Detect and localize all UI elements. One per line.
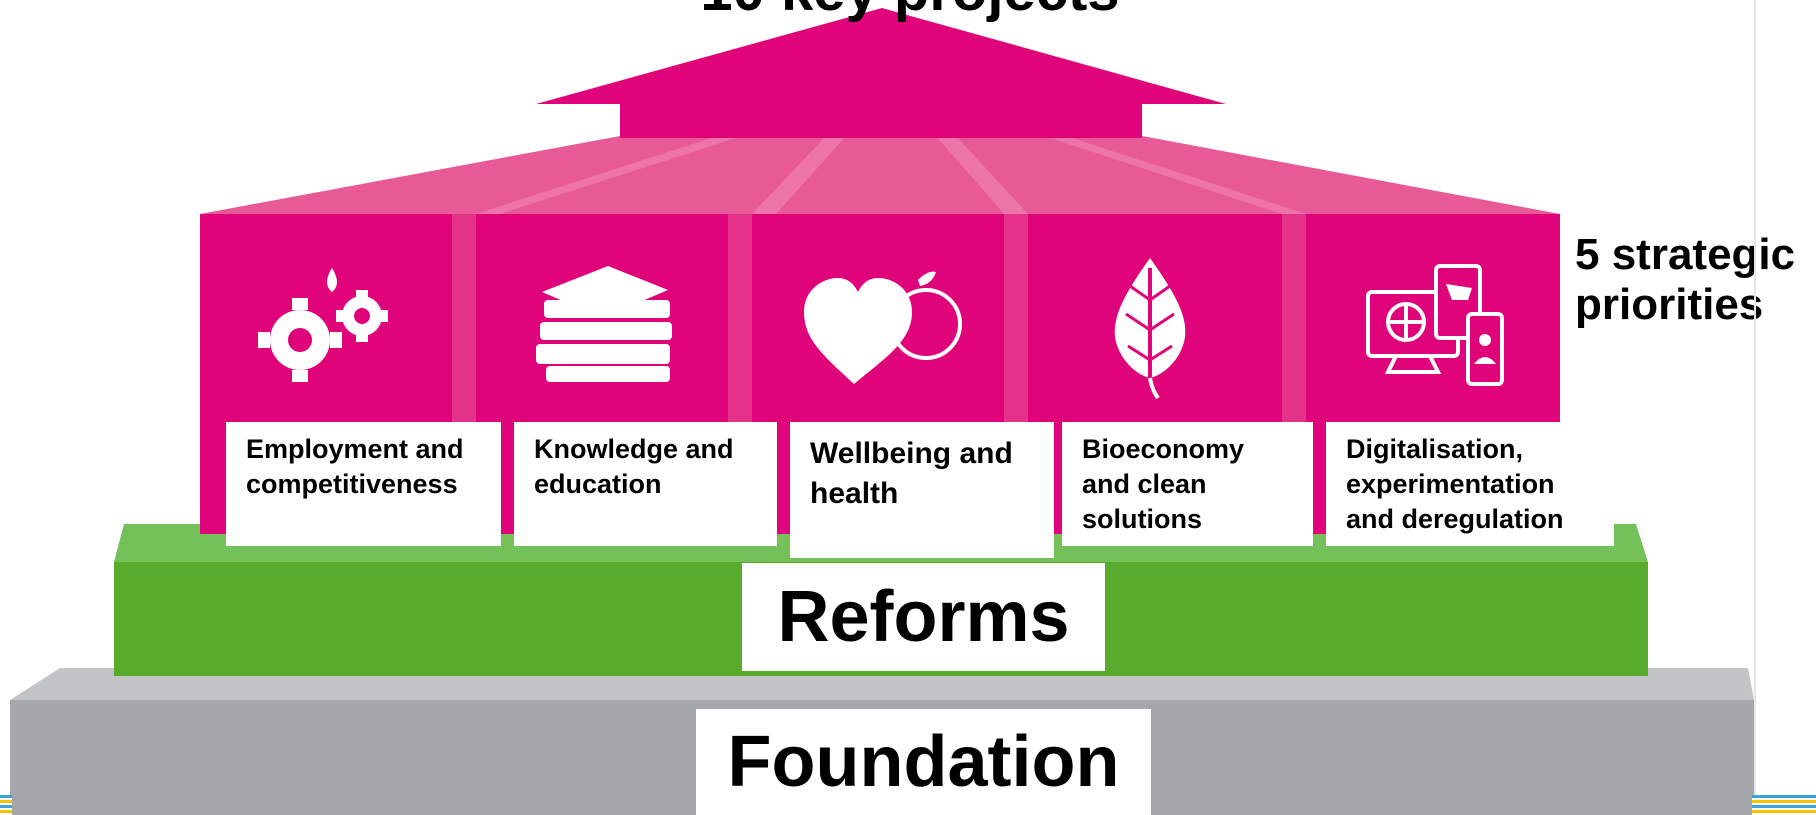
gears-icon	[258, 268, 388, 382]
decorative-stripes-left	[0, 795, 12, 815]
pillar-label-wellbeing: Wellbeing and health	[790, 422, 1054, 558]
pillar-label-text: Bioeconomy and clean solutions	[1082, 434, 1245, 534]
pillar-label-bioeconomy: Bioeconomy and clean solutions	[1062, 422, 1313, 546]
foundation-label: Foundation	[696, 709, 1151, 815]
books-icon	[536, 266, 672, 382]
pillar-label-text: Wellbeing and health	[810, 437, 1013, 510]
pillar-label-digitalisation: Digitalisation, experimentation and dere…	[1326, 422, 1614, 546]
heart-apple-icon	[804, 271, 962, 384]
leaf-icon	[1114, 258, 1186, 400]
pillar-label-text: Employment and competitiveness	[246, 434, 464, 499]
pillar-label-text: Digitalisation, experimentation and dere…	[1346, 434, 1564, 534]
pillar-label-employment: Employment and competitiveness	[226, 422, 501, 546]
pillar-label-knowledge: Knowledge and education	[514, 422, 777, 546]
devices-icon	[1366, 264, 1504, 386]
reforms-label: Reforms	[742, 563, 1105, 671]
key-projects-label: 10 key projects	[640, 0, 1180, 20]
pillar-label-text: Knowledge and education	[534, 434, 734, 499]
roof	[200, 136, 1560, 214]
upward-arrow	[536, 8, 1226, 138]
priorities-label: 5 strategic priorities	[1575, 230, 1796, 329]
decorative-stripes-right	[1752, 795, 1816, 815]
right-divider	[1754, 0, 1756, 815]
